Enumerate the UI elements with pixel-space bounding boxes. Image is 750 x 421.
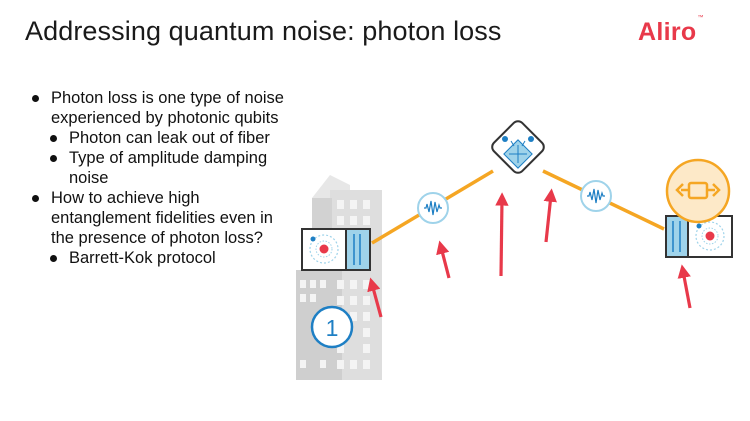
sub-bullet-item: Photon can leak out of fiber (48, 128, 300, 148)
bullet-list: Photon loss is one type of noise experie… (30, 88, 300, 268)
swap-icon (665, 158, 731, 224)
building-number: 1 (326, 315, 339, 341)
logo-text: Aliro (638, 18, 697, 46)
photon-icon (417, 192, 449, 224)
beam-splitter-icon (491, 120, 545, 174)
loss-arrow-icon (677, 264, 692, 309)
fiber-links (371, 169, 665, 245)
aliro-logo: Aliro™ (638, 14, 704, 47)
sub-bullet-item: Barrett-Kok protocol (48, 248, 300, 268)
quantum-node-icon (301, 228, 371, 271)
slide-title: Addressing quantum noise: photon loss (25, 16, 502, 46)
bullet-item: How to achieve high entanglement fidelit… (30, 188, 300, 248)
photon-icon (580, 180, 612, 212)
quantum-node-icon (665, 215, 733, 258)
logo-trademark: ™ (697, 14, 704, 21)
loss-arrow-icon (367, 277, 383, 318)
sub-bullet-item: Type of amplitude damping noise (48, 148, 300, 188)
loss-arrows (367, 188, 692, 318)
loss-arrow-icon (543, 188, 557, 243)
building-number-badge: 1 (310, 305, 354, 349)
loss-arrow-icon (436, 240, 451, 279)
loss-arrow-icon (495, 192, 509, 277)
building-icon (296, 175, 382, 380)
bullet-item: Photon loss is one type of noise experie… (30, 88, 300, 128)
